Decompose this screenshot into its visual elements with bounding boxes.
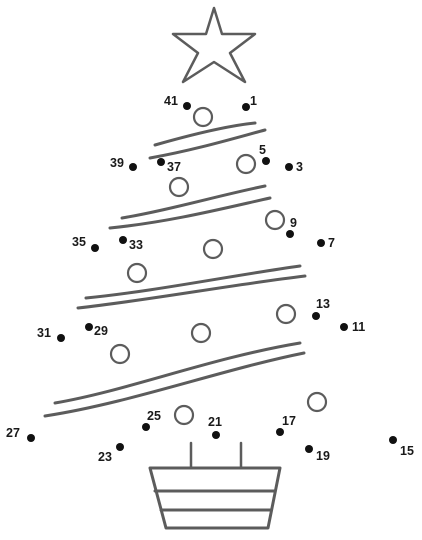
dot-1[interactable]: 1 (242, 94, 257, 111)
svg-text:21: 21 (208, 415, 222, 429)
svg-text:9: 9 (290, 216, 297, 230)
star-icon (171, 6, 257, 84)
ornament (192, 106, 214, 128)
dot-3[interactable]: 3 (285, 160, 303, 174)
svg-text:13: 13 (316, 297, 330, 311)
ornament (109, 343, 131, 365)
dot-39[interactable]: 39 (110, 156, 137, 171)
dot-41[interactable]: 41 (164, 94, 191, 110)
dot-23[interactable]: 23 (98, 443, 124, 464)
svg-text:3: 3 (296, 160, 303, 174)
dot-25[interactable]: 25 (142, 409, 161, 431)
ornament (275, 303, 297, 325)
garland-2 (108, 184, 272, 230)
svg-text:39: 39 (110, 156, 124, 170)
svg-text:27: 27 (6, 426, 20, 440)
svg-text:41: 41 (164, 94, 178, 108)
svg-text:23: 23 (98, 450, 112, 464)
svg-text:29: 29 (94, 324, 108, 338)
dot-21[interactable]: 21 (208, 415, 222, 439)
dot-9[interactable]: 9 (286, 216, 297, 238)
ornament (126, 262, 148, 284)
ornament (306, 391, 328, 413)
svg-text:25: 25 (147, 409, 161, 423)
svg-text:19: 19 (316, 449, 330, 463)
dot-5[interactable]: 5 (259, 143, 270, 165)
ornament (173, 404, 195, 426)
svg-text:7: 7 (328, 236, 335, 250)
ornament (235, 153, 257, 175)
svg-text:5: 5 (259, 143, 266, 157)
dot-17[interactable]: 17 (276, 414, 296, 436)
ornaments (109, 106, 328, 426)
svg-text:1: 1 (250, 94, 257, 108)
dot-29[interactable]: 29 (85, 323, 108, 338)
ornament (202, 238, 224, 260)
flower-pot (148, 466, 282, 530)
ornament (190, 322, 212, 344)
dot-27[interactable]: 27 (6, 426, 35, 442)
garland-3 (76, 264, 307, 310)
svg-text:35: 35 (72, 235, 86, 249)
ornament (168, 176, 190, 198)
svg-text:31: 31 (37, 326, 51, 340)
svg-text:37: 37 (167, 160, 181, 174)
tree-trunk (189, 441, 243, 469)
dot-11[interactable]: 11 (340, 320, 365, 334)
dot-19[interactable]: 19 (305, 445, 330, 463)
svg-text:11: 11 (352, 320, 365, 334)
garland-4 (43, 341, 306, 418)
svg-text:17: 17 (282, 414, 296, 428)
dot-13[interactable]: 13 (312, 297, 330, 320)
garland-1 (148, 121, 267, 160)
ornament (264, 209, 286, 231)
svg-text:33: 33 (129, 238, 143, 252)
dot-7[interactable]: 7 (317, 236, 335, 250)
dot-15[interactable]: 15 (389, 436, 414, 458)
svg-text:15: 15 (400, 444, 414, 458)
dot-35[interactable]: 35 (72, 235, 99, 252)
dot-37[interactable]: 37 (157, 158, 181, 174)
dot-31[interactable]: 31 (37, 326, 65, 342)
dot-33[interactable]: 33 (119, 236, 143, 252)
